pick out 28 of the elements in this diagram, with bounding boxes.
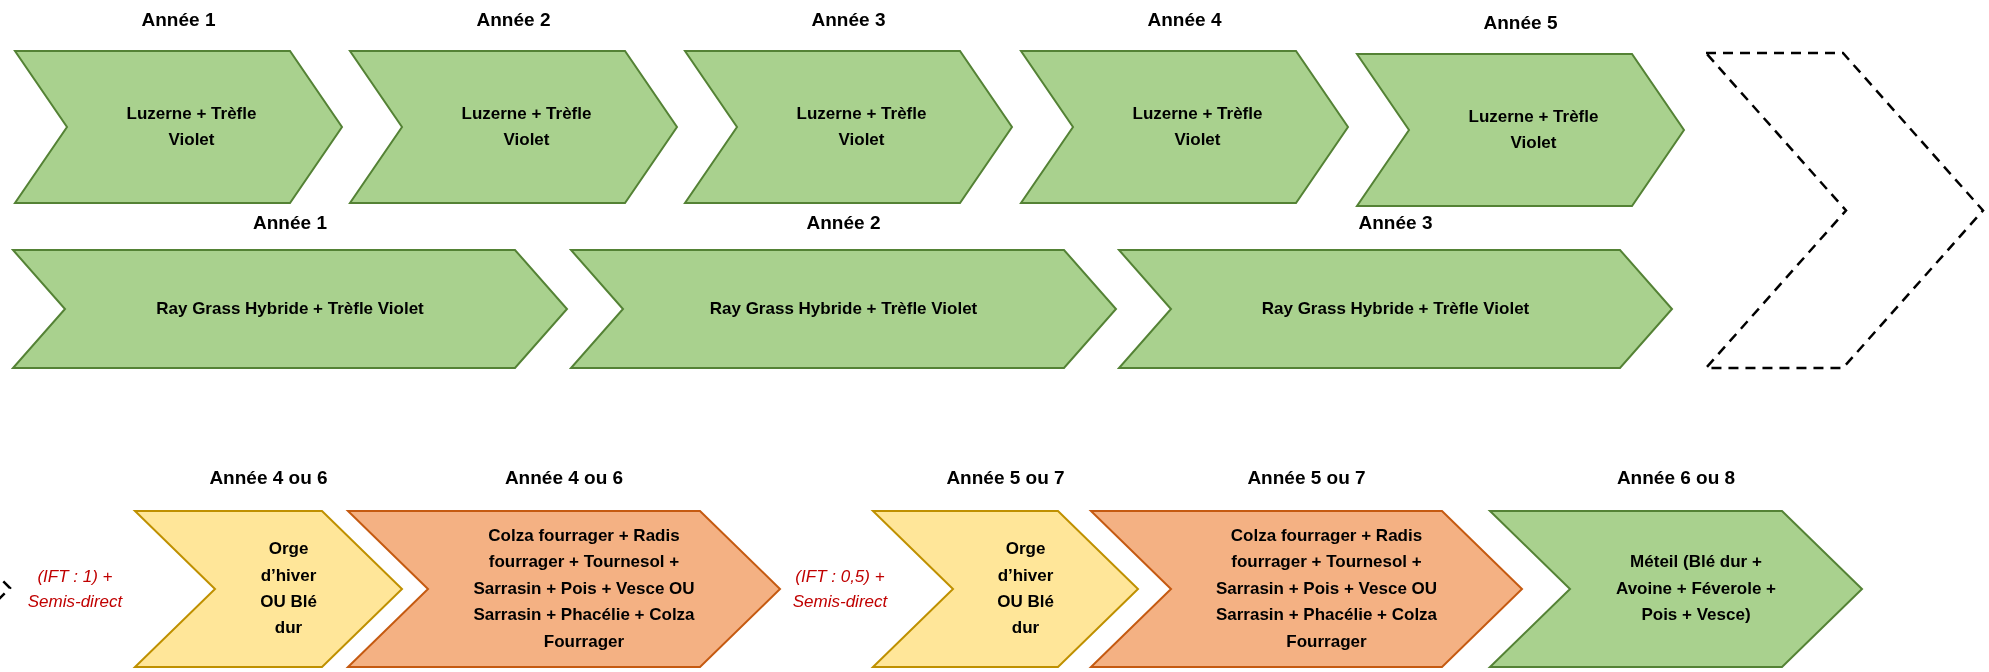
year-heading: Année 4 ou 6 [503, 467, 625, 489]
crop-label: Orge d’hiver OU Blé dur [259, 538, 318, 640]
crop-label: Méteil (Blé dur + Avoine + Féverole + Pois + Vesce) [1615, 551, 1777, 627]
year-heading: Année 6 ou 8 [1615, 467, 1737, 489]
crop-label: Ray Grass Hybride + Trèfle Violet [1261, 297, 1530, 320]
year-heading: Année 1 [252, 212, 328, 234]
year-heading: Année 3 [1357, 212, 1434, 234]
year-heading: Année 1 [140, 9, 217, 31]
year-heading: Année 3 [810, 9, 887, 31]
year-heading: Année 5 ou 7 [945, 467, 1066, 489]
year-heading: Année 4 ou 6 [208, 467, 329, 489]
crop-label: Orge d’hiver OU Blé dur [996, 538, 1055, 640]
year-heading: Année 2 [805, 212, 882, 234]
treatment-note: (IFT : 0,5) + Semis-direct [791, 566, 889, 613]
crop-label: Luzerne + Trèfle Violet [795, 102, 928, 151]
treatment-note: (IFT : 1) + Semis-direct [26, 566, 124, 613]
crop-label: Ray Grass Hybride + Trèfle Violet [709, 297, 978, 320]
crop-label: Luzerne + Trèfle Violet [1467, 105, 1600, 154]
crop-label: Colza fourrager + Radis fourrager + Tournesol + Sarrasin + Pois + Vesce OU Sarrasin + Phacélie + Colza Fourrager [472, 525, 696, 653]
year-heading: Année 4 [1146, 9, 1223, 31]
crop-label: Luzerne + Trèfle Violet [1131, 102, 1264, 151]
year-heading: Année 5 ou 7 [1246, 467, 1367, 489]
year-heading: Année 2 [475, 9, 552, 31]
crop-label: Luzerne + Trèfle Violet [125, 102, 258, 151]
crop-label: Colza fourrager + Radis fourrager + Tournesol + Sarrasin + Pois + Vesce OU Sarrasin + Phacélie + Colza Fourrager [1214, 525, 1439, 653]
crop-label: Luzerne + Trèfle Violet [460, 102, 593, 151]
crop-label: Ray Grass Hybride + Trèfle Violet [156, 297, 424, 320]
year-heading: Année 5 [1482, 12, 1559, 34]
